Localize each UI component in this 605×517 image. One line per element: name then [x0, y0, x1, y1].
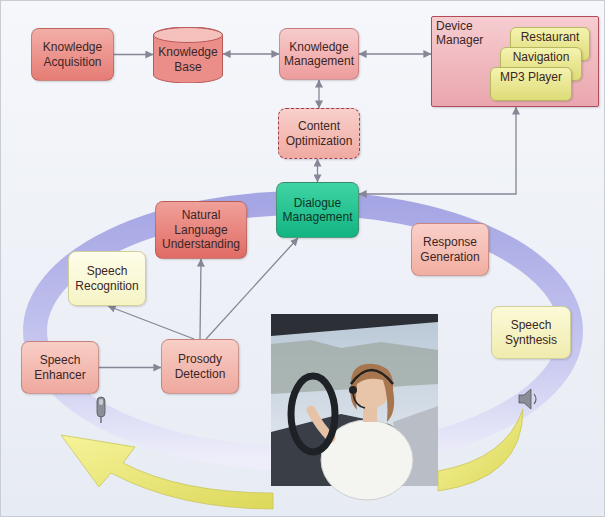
node-label: Knowledge Management [284, 40, 354, 69]
connector-arrow [200, 259, 201, 339]
connector-arrow [317, 159, 318, 182]
process-box: Natural Language Understanding [155, 201, 247, 259]
node-label: Knowledge Base [157, 45, 219, 74]
database-cylinder: Knowledge Base [153, 27, 223, 83]
node-label: Response Generation [416, 235, 484, 264]
output-arrow [438, 409, 523, 491]
node-label: Speech Recognition [73, 264, 141, 293]
node-label: Speech Synthesis [496, 318, 566, 347]
process-box: Knowledge Management [279, 28, 359, 80]
node-label: Device Manager [436, 19, 494, 48]
connector-arrow [318, 80, 319, 108]
node-label: Prosody Detection [166, 352, 234, 381]
connector-arrow [223, 53, 279, 54]
driver-photo [271, 314, 438, 500]
microphone-icon [97, 397, 105, 423]
process-box: Content Optimization [278, 108, 360, 159]
device-card: MP3 Player [490, 67, 572, 101]
process-box: Dialogue Management [276, 182, 359, 238]
node-label: Restaurant [515, 30, 585, 44]
process-box: Speech Recognition [68, 251, 146, 306]
node-label: Knowledge Acquisition [36, 40, 109, 69]
group-panel: Device Manager RestaurantNavigationMP3 Pl… [431, 16, 599, 107]
node-label: Natural Language Understanding [160, 208, 242, 251]
node-label: MP3 Player [495, 70, 567, 84]
process-box: Response Generation [411, 223, 489, 276]
connector-arrow [99, 367, 161, 368]
connector-arrow [108, 306, 194, 339]
speaker-icon [519, 389, 536, 409]
process-box: Speech Enhancer [21, 341, 99, 394]
node-label: Dialogue Management [281, 196, 354, 225]
connector-arrow [359, 53, 431, 54]
node-label: Navigation [505, 50, 577, 64]
process-box: Speech Synthesis [491, 306, 571, 359]
input-arrow [61, 435, 273, 509]
node-label: Content Optimization [283, 119, 355, 148]
connector-arrow [114, 54, 153, 55]
process-box: Prosody Detection [161, 339, 239, 394]
connector-arrow [359, 107, 516, 194]
node-label: Speech Enhancer [26, 353, 94, 382]
process-box: Knowledge Acquisition [31, 28, 114, 81]
